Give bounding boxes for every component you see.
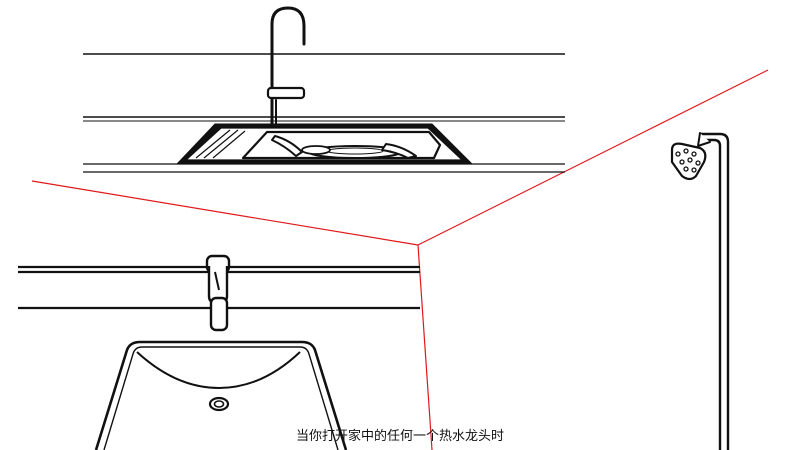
subtitle-caption: 当你打开家中的任何一个热水龙头时	[295, 429, 504, 444]
bathroom-faucet-icon	[205, 254, 231, 332]
faucet-icon	[266, 6, 306, 126]
vertical-corner-edge	[417, 244, 433, 450]
left-wall-edge	[31, 180, 419, 246]
sink-icon	[176, 123, 473, 165]
basin-icon	[94, 340, 348, 450]
room-edges	[31, 69, 769, 450]
shower-head-icon	[670, 132, 730, 450]
shower-nozzles	[675, 148, 701, 173]
right-wall-edge	[417, 69, 769, 246]
